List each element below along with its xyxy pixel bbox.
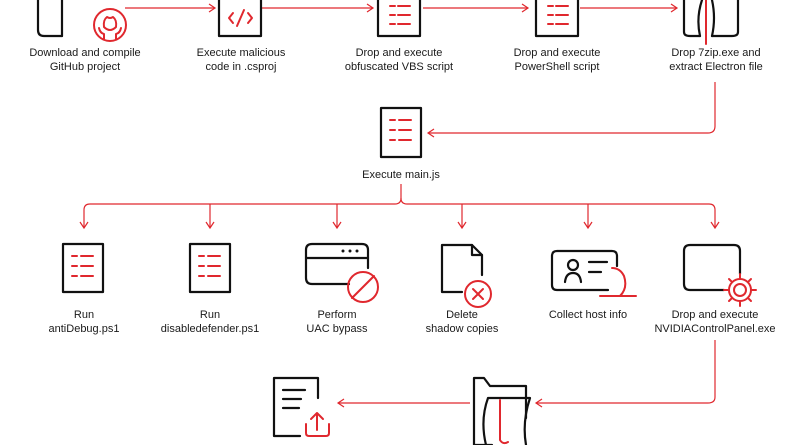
step-label-hostinfo: Collect host info (549, 309, 627, 321)
open-folder-icon (472, 376, 532, 445)
delete-file-icon (440, 243, 492, 308)
script-document-icon (61, 242, 105, 294)
script-document-icon (376, 0, 422, 38)
branch-bus-left (83, 184, 402, 228)
id-card-icon (550, 249, 637, 297)
connectors (79, 3, 720, 408)
archive-folder-icon (682, 0, 740, 45)
script-document-icon (534, 0, 580, 38)
script-document-icon (379, 106, 423, 159)
blocked-window-icon (304, 242, 379, 303)
arrow-s5-s6 (428, 82, 716, 134)
window-gear-icon (682, 243, 757, 307)
github-repo-icon (36, 0, 127, 42)
arrow-b6-c2 (536, 340, 716, 404)
upload-document-icon (272, 376, 330, 438)
script-document-icon (188, 242, 232, 294)
branch-bus-right (400, 197, 716, 228)
step-label-mainjs: Execute main.js (362, 169, 440, 181)
code-file-icon (217, 0, 263, 38)
